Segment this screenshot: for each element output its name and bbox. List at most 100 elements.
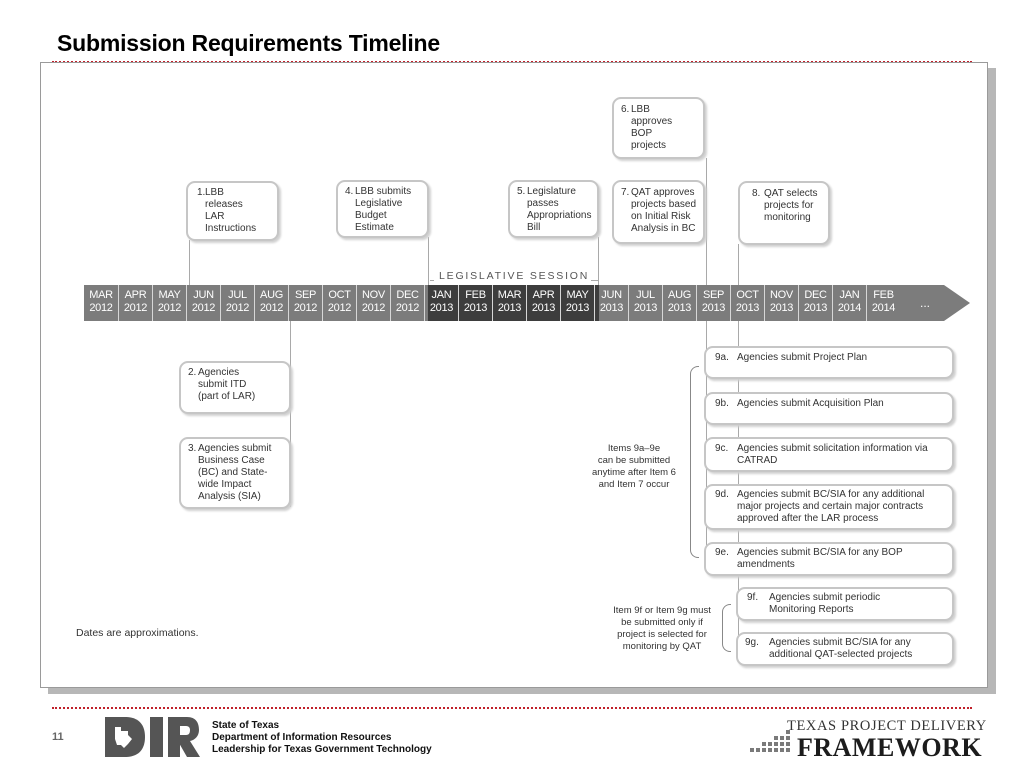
month-label: MAR	[89, 289, 113, 301]
connector-step8	[738, 244, 739, 285]
step-6-box: 6. LBB approves BOP projects	[612, 97, 705, 159]
timeline-more: ...	[920, 296, 931, 310]
month-label: SEP	[702, 289, 725, 301]
step-1-box: 1. LBB releases LAR Instructions	[186, 181, 279, 241]
step-3-box: 3. Agencies submit Business Case (BC) an…	[179, 437, 291, 509]
year-label: 2013	[701, 302, 726, 314]
month-label: APR	[124, 289, 147, 301]
connector-step1	[189, 240, 190, 285]
footer-organization: State of Texas Department of Information…	[212, 720, 432, 755]
tpd-logo-line1: TEXAS PROJECT DELIVERY	[787, 718, 987, 734]
month-label: JUN	[601, 289, 622, 301]
year-label: 2013	[531, 302, 556, 314]
month-label: APR	[532, 289, 555, 301]
step-5-box: 5. Legislature passes Appropriations Bil…	[508, 180, 599, 238]
dir-logo	[103, 715, 201, 759]
year-label: 2013	[803, 302, 828, 314]
brace-9f-9g	[722, 604, 731, 652]
year-label: 2013	[667, 302, 692, 314]
year-label: 2013	[565, 302, 590, 314]
footer-divider	[52, 707, 972, 709]
step-4-box: 4. LBB submits Legislative Budget Estima…	[336, 180, 429, 238]
month-label: JUL	[228, 289, 247, 301]
session-line-left	[430, 280, 434, 281]
year-label: 2013	[429, 302, 454, 314]
month-label: NOV	[362, 289, 385, 301]
year-label: 2012	[157, 302, 182, 314]
month-label: JUL	[636, 289, 655, 301]
step-2-box: 2. Agencies submit ITD (part of LAR)	[179, 361, 291, 414]
step-9e-box: 9e. Agencies submit BC/SIA for any BOP a…	[704, 542, 954, 576]
month-label: AUG	[668, 289, 691, 301]
year-label: 2014	[871, 302, 896, 314]
month-label: MAY	[158, 289, 181, 301]
month-label: OCT	[328, 289, 351, 301]
year-label: 2013	[463, 302, 488, 314]
tpd-logo-line2: FRAMEWORK	[797, 733, 983, 762]
connector-step5	[598, 237, 599, 285]
year-label: 2013	[633, 302, 658, 314]
timeline-arrow	[944, 285, 970, 321]
connector-step4	[428, 237, 429, 285]
note-9a-9e: Items 9a–9e can be submitted anytime aft…	[592, 443, 676, 490]
tpd-logo-bars	[750, 730, 790, 752]
year-label: 2012	[293, 302, 318, 314]
year-label: 2012	[225, 302, 250, 314]
month-label: SEP	[294, 289, 317, 301]
year-label: 2013	[497, 302, 522, 314]
year-label: 2012	[361, 302, 386, 314]
month-label: MAY	[566, 289, 589, 301]
year-label: 2013	[599, 302, 624, 314]
year-label: 2014	[837, 302, 862, 314]
step-7-box: 7. QAT approves projects based on Initia…	[612, 180, 705, 244]
month-label: NOV	[770, 289, 793, 301]
month-label: DEC	[804, 289, 827, 301]
month-label: JAN	[431, 289, 452, 301]
dates-note: Dates are approximations.	[76, 627, 199, 639]
step-9d-box: 9d. Agencies submit BC/SIA for any addit…	[704, 484, 954, 530]
step-9c-box: 9c. Agencies submit solicitation informa…	[704, 437, 954, 472]
step-9b-box: 9b. Agencies submit Acquisition Plan	[704, 392, 954, 425]
page-title: Submission Requirements Timeline	[57, 30, 440, 56]
month-label: FEB	[873, 289, 894, 301]
month-label: MAR	[497, 289, 522, 301]
year-label: 2012	[327, 302, 352, 314]
connector-step2-3	[290, 321, 291, 507]
page-number: 11	[52, 731, 64, 743]
session-band	[428, 285, 599, 321]
step-9g-box: 9g. Agencies submit BC/SIA for any addit…	[736, 632, 954, 666]
connector-step6-7	[706, 158, 707, 285]
month-label: DEC	[396, 289, 419, 301]
month-label: AUG	[260, 289, 283, 301]
session-line-right	[591, 280, 599, 281]
step-9a-box: 9a. Agencies submit Project Plan	[704, 346, 954, 379]
month-label: FEB	[465, 289, 486, 301]
step-9f-box: 9f. Agencies submit periodic Monitoring …	[736, 587, 954, 621]
month-label: JUN	[193, 289, 214, 301]
year-label: 2012	[191, 302, 216, 314]
